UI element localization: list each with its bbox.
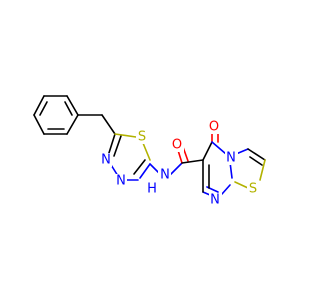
- bond: [211, 141, 227, 155]
- bond-co-ring: [181, 159, 204, 164]
- structure-svg: S N N N H O O N N S: [33, 95, 266, 208]
- bond: [114, 133, 137, 138]
- sulfur-atom: S: [249, 182, 257, 197]
- label-bg: [208, 120, 221, 134]
- label-bg: [171, 138, 184, 152]
- oxygen-atom: O: [209, 120, 219, 135]
- bond: [142, 142, 151, 161]
- bond-ch2-ring: [101, 114, 116, 135]
- sulfur-atom: S: [138, 130, 146, 145]
- molecule-diagram: S N N N H O O N N S: [33, 95, 266, 208]
- label-bg: [100, 153, 112, 167]
- bond-nh-co: [169, 162, 183, 176]
- hydrogen-atom: H: [147, 182, 157, 197]
- bond: [247, 148, 266, 161]
- bond: [259, 159, 266, 181]
- label-bg: [225, 151, 238, 165]
- nitrogen-atom: N: [101, 153, 111, 168]
- bond-double-inner: [249, 156, 263, 166]
- label-bg: [145, 182, 158, 196]
- bond: [33, 95, 45, 116]
- bond: [107, 133, 116, 157]
- bond: [66, 114, 79, 135]
- nitrogen-atom: N: [116, 174, 126, 189]
- bond-double-inner: [133, 159, 146, 175]
- label-bg: [247, 182, 259, 196]
- bond: [202, 141, 213, 161]
- bond: [33, 114, 45, 135]
- atom-labels: S N N N H O O N N S: [100, 120, 259, 208]
- nitrogen-atom: N: [160, 168, 170, 183]
- label-bg: [158, 168, 171, 182]
- bond: [139, 163, 151, 179]
- bond: [66, 95, 79, 116]
- label-bg: [115, 174, 127, 188]
- oxygen-atom: O: [172, 138, 182, 153]
- bond: [234, 181, 249, 189]
- label-bg: [209, 193, 222, 207]
- nitrogen-atom: N: [226, 151, 236, 166]
- label-bg: [136, 130, 148, 144]
- thiadiazole-ring: [107, 133, 151, 181]
- bond-double-inner: [113, 135, 122, 157]
- bond-double-inner: [64, 101, 73, 116]
- bond-double-inner: [39, 101, 48, 116]
- benzene-ring: [33, 95, 79, 135]
- nitrogen-atom: N: [210, 193, 220, 208]
- bond: [221, 184, 231, 195]
